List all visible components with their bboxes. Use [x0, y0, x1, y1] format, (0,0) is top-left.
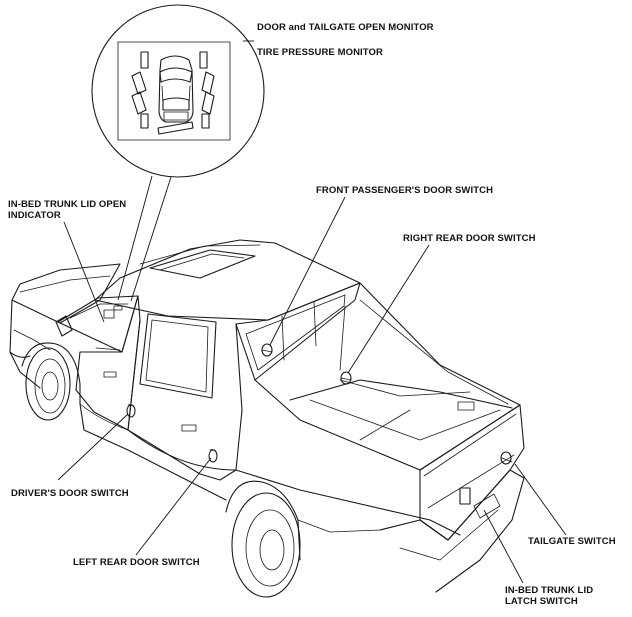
- drivers-door-switch-part: [126, 404, 136, 418]
- monitor-car-icon: [158, 55, 194, 123]
- door-tailgate-monitor-label: DOOR and TAILGATE OPEN MONITOR: [257, 22, 434, 33]
- monitor-detail-circle: [91, 4, 265, 302]
- front-passenger-door-switch-label: FRONT PASSENGER'S DOOR SWITCH: [316, 185, 494, 196]
- pickup-truck: [9, 239, 525, 598]
- left-rear-door-switch-label: LEFT REAR DOOR SWITCH: [73, 557, 200, 568]
- in-bed-trunk-lid-latch-switch-label: IN-BED TRUNK LID LATCH SWITCH: [505, 585, 594, 607]
- monitor-door-indicators: [131, 51, 215, 135]
- leader-lines: [57, 40, 567, 584]
- tire-pressure-monitor-label: TIRE PRESSURE MONITOR: [257, 47, 383, 58]
- tailgate-switch-label: TAILGATE SWITCH: [528, 536, 616, 547]
- right-rear-door-switch-label: RIGHT REAR DOOR SWITCH: [403, 233, 536, 244]
- front-passenger-door-switch-part: [261, 343, 273, 357]
- left-rear-door-switch-part: [208, 449, 218, 463]
- in-bed-trunk-lid-open-indicator-label: IN-BED TRUNK LID OPEN INDICATOR: [8, 199, 127, 221]
- right-rear-door-switch-part: [340, 371, 352, 385]
- drivers-door-switch-label: DRIVER'S DOOR SWITCH: [11, 488, 129, 499]
- tailgate-switch-part: [500, 451, 513, 465]
